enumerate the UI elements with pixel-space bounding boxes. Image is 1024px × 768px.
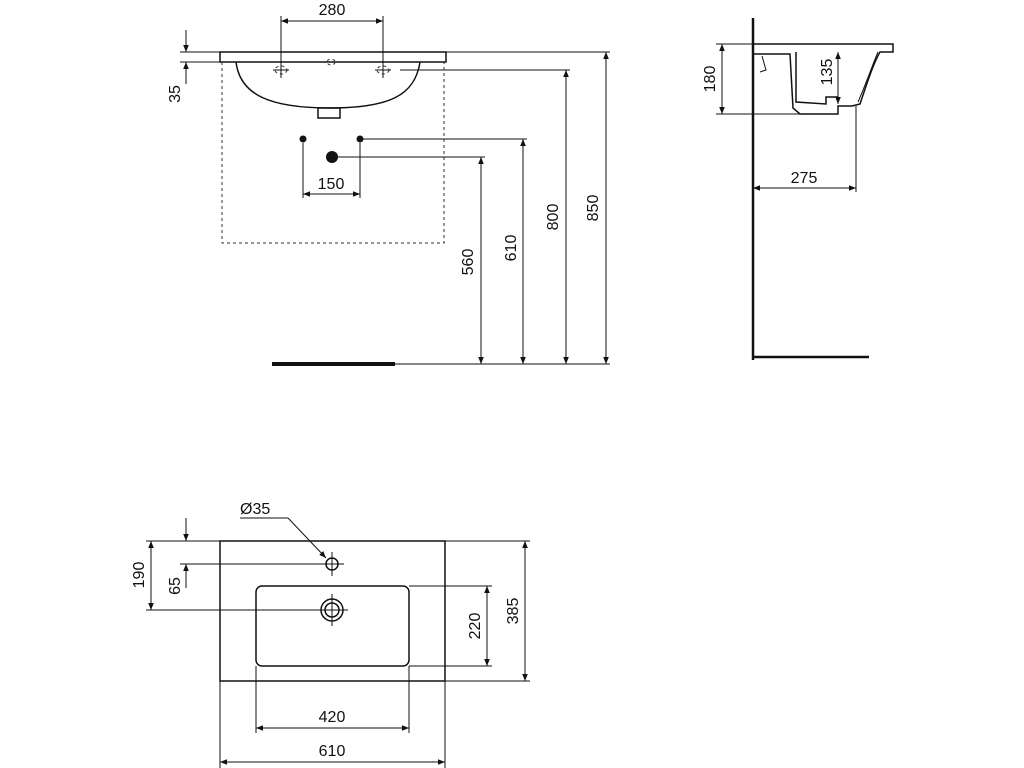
dim-tap-hole: Ø35: [240, 501, 270, 518]
tap-hole-icon: [320, 552, 344, 576]
dim-waste-height: 560: [460, 249, 477, 276]
dim-bowl-depth: 180: [702, 66, 719, 93]
dim-supply-height: 610: [503, 235, 520, 262]
supply-point-left-icon: [299, 135, 307, 143]
dim-total-depth: 385: [505, 598, 522, 625]
overflow-hole-icon: [326, 58, 336, 66]
cabinet-outline: [221, 62, 445, 244]
bowl-outline-top: [255, 585, 410, 667]
dim-tap-to-bowl: 190: [131, 562, 148, 589]
dim-drain-offset: 150: [318, 176, 345, 193]
waste-outlet: [317, 107, 341, 119]
dim-bowl-length: 220: [467, 613, 484, 640]
dim-rim-thickness: 35: [167, 85, 184, 103]
basin-profile: [753, 43, 894, 115]
front-view: 280 35 150 560 610 800 850: [167, 2, 610, 366]
basin-outline-top: [219, 540, 446, 682]
dim-inner-depth: 135: [819, 59, 836, 86]
dim-total-width: 610: [319, 743, 346, 760]
dim-bowl-width: 420: [319, 709, 346, 726]
basin-bowl-outline: [235, 61, 421, 109]
dim-bowl-height: 800: [545, 204, 562, 231]
side-view: 180 135 275: [702, 18, 894, 360]
dim-tap-to-back: 65: [167, 577, 184, 595]
basin-rim: [219, 51, 447, 63]
drain-icon: [316, 594, 348, 626]
dim-projection: 275: [791, 170, 818, 187]
dim-tap-spacing: 280: [319, 2, 346, 19]
dim-total-height: 850: [585, 195, 602, 222]
top-view: Ø35 190 65 220 385 420 610: [131, 501, 530, 768]
